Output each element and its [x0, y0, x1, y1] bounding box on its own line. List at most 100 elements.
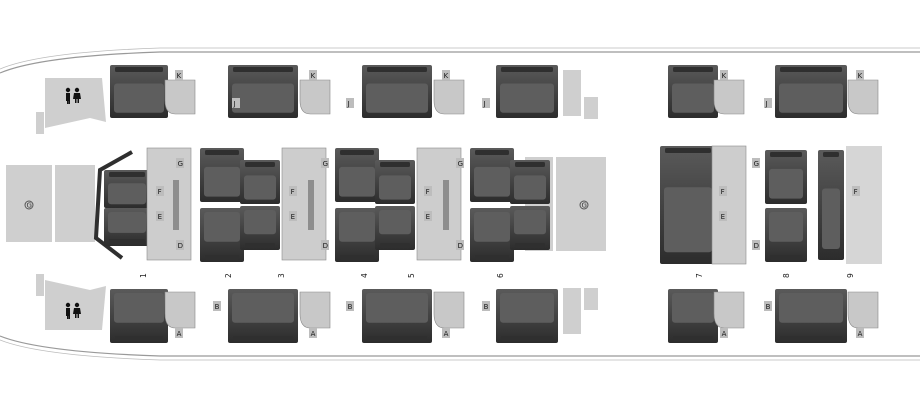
seat-letter-bottom-9: A	[856, 328, 864, 338]
seat-pod-bottom-5[interactable]	[668, 289, 718, 343]
console-bottom-2	[299, 291, 331, 329]
seat-letter-center-bottom-4: D	[752, 240, 760, 250]
seat-pod-center-lower-1[interactable]	[200, 208, 244, 262]
seat-letter: K	[858, 72, 863, 80]
seat-letter-top-5: K	[442, 70, 450, 80]
center-bulkhead-front	[93, 150, 133, 260]
seat-pod-center-lower-2[interactable]	[335, 208, 379, 262]
seat-letter-center-upper-1: G	[176, 158, 184, 168]
seat-letter-bottom-1: A	[175, 328, 183, 338]
seat-letter: F	[721, 188, 725, 196]
seat-letter-center-bottom-3: D	[456, 240, 464, 250]
seat-pod-center-1b[interactable]	[104, 208, 150, 246]
seat-letter-top-1: K	[175, 70, 183, 80]
galley-label-left: G	[27, 202, 32, 210]
seat-pod-top-2[interactable]	[228, 65, 298, 118]
row-number-8: 8	[782, 273, 791, 278]
console-top-1	[164, 79, 196, 115]
seat-pod-center-9[interactable]	[818, 150, 844, 260]
seat-pod-bottom-6[interactable]	[775, 289, 847, 343]
seat-letter-center-lower-4: E	[719, 211, 727, 221]
seat-letter: K	[444, 72, 449, 80]
seat-letter-center-upper-2: G	[321, 158, 329, 168]
seat-letter-top-2: J	[232, 98, 240, 108]
center-console-2	[281, 147, 327, 261]
console-top-3	[433, 79, 465, 115]
console-top-4	[713, 79, 745, 115]
seat-letter: J	[765, 100, 768, 108]
seat-letter-bottom-4: B	[346, 301, 354, 311]
seat-pod-top-5[interactable]	[668, 65, 718, 118]
seat-letter-center-mid-1: F	[156, 186, 164, 196]
seat-pod-center-upper-b-2[interactable]	[375, 160, 415, 204]
seat-pod-center-upper-b-3[interactable]	[510, 160, 550, 204]
seat-pod-center-lower-b-3[interactable]	[510, 206, 550, 250]
lavatory-icon	[65, 302, 81, 319]
seat-letter-center-lower-3: E	[424, 211, 432, 221]
seat-pod-center-upper-b-1[interactable]	[240, 160, 280, 204]
seat-letter: A	[858, 330, 863, 338]
seat-letter-top-3: K	[309, 70, 317, 80]
seat-pod-center-upper-1[interactable]	[200, 148, 244, 202]
seat-pod-center-lower-b-2[interactable]	[375, 206, 415, 250]
row-number-6: 6	[496, 273, 505, 278]
row-number-4: 4	[360, 273, 369, 278]
seat-letter: B	[215, 303, 220, 311]
seat-letter: G	[458, 160, 463, 168]
seat-pod-center-7[interactable]	[660, 146, 716, 264]
seat-pod-center-8a[interactable]	[765, 150, 807, 204]
seat-pod-center-lower-b-1[interactable]	[240, 206, 280, 250]
console-bottom-4	[713, 291, 745, 329]
seat-letter: A	[722, 330, 727, 338]
seat-letter: D	[323, 242, 328, 250]
console-bottom-1	[164, 291, 196, 329]
seat-letter-top-8: J	[764, 98, 772, 108]
seat-letter: E	[158, 213, 162, 221]
seat-pod-top-6[interactable]	[775, 65, 847, 118]
seat-letter-bottom-5: A	[442, 328, 450, 338]
seat-letter: A	[311, 330, 316, 338]
seat-letter-top-4: J	[346, 98, 354, 108]
seat-pod-bottom-1[interactable]	[110, 289, 168, 343]
seat-letter: G	[323, 160, 328, 168]
seat-pod-top-4[interactable]	[496, 65, 558, 118]
seat-letter: F	[426, 188, 430, 196]
console-bottom-5	[847, 291, 879, 329]
seat-letter: D	[754, 242, 759, 250]
seat-letter: J	[483, 100, 486, 108]
seat-letter: K	[311, 72, 316, 80]
seat-letter: G	[754, 160, 759, 168]
seat-pod-bottom-4[interactable]	[496, 289, 558, 343]
seat-pod-bottom-2[interactable]	[228, 289, 298, 343]
seat-letter: K	[177, 72, 182, 80]
seat-letter-center-mid-2: F	[289, 186, 297, 196]
seat-letter-center-upper-4: G	[752, 158, 760, 168]
seat-letter-center-upper-3: G	[456, 158, 464, 168]
seat-letter: D	[178, 242, 183, 250]
fuselage-outline	[0, 47, 920, 361]
console-top-2	[299, 79, 331, 115]
seat-letter: F	[291, 188, 295, 196]
row-number-9: 9	[846, 273, 855, 278]
center-console-3	[416, 147, 462, 261]
lavatory-bottom	[36, 274, 106, 330]
row-number-7: 7	[695, 273, 704, 278]
seat-letter-bottom-6: B	[482, 301, 490, 311]
seat-pod-center-8b[interactable]	[765, 208, 807, 262]
center-console-7	[711, 145, 747, 265]
seat-letter: A	[444, 330, 449, 338]
seat-pod-center-upper-2[interactable]	[335, 148, 379, 202]
seat-pod-center-upper-3[interactable]	[470, 148, 514, 202]
seat-pod-bottom-3[interactable]	[362, 289, 432, 343]
row-number-1: 1	[139, 273, 148, 278]
seat-pod-top-3[interactable]	[362, 65, 432, 118]
row-number-3: 3	[277, 273, 286, 278]
seat-pod-center-1a[interactable]	[104, 170, 150, 208]
seat-letter: B	[348, 303, 353, 311]
seat-letter-bottom-2: B	[213, 301, 221, 311]
seat-pod-center-lower-3[interactable]	[470, 208, 514, 262]
seat-pod-top-1[interactable]	[110, 65, 168, 118]
galley-label-right: G	[582, 202, 587, 210]
